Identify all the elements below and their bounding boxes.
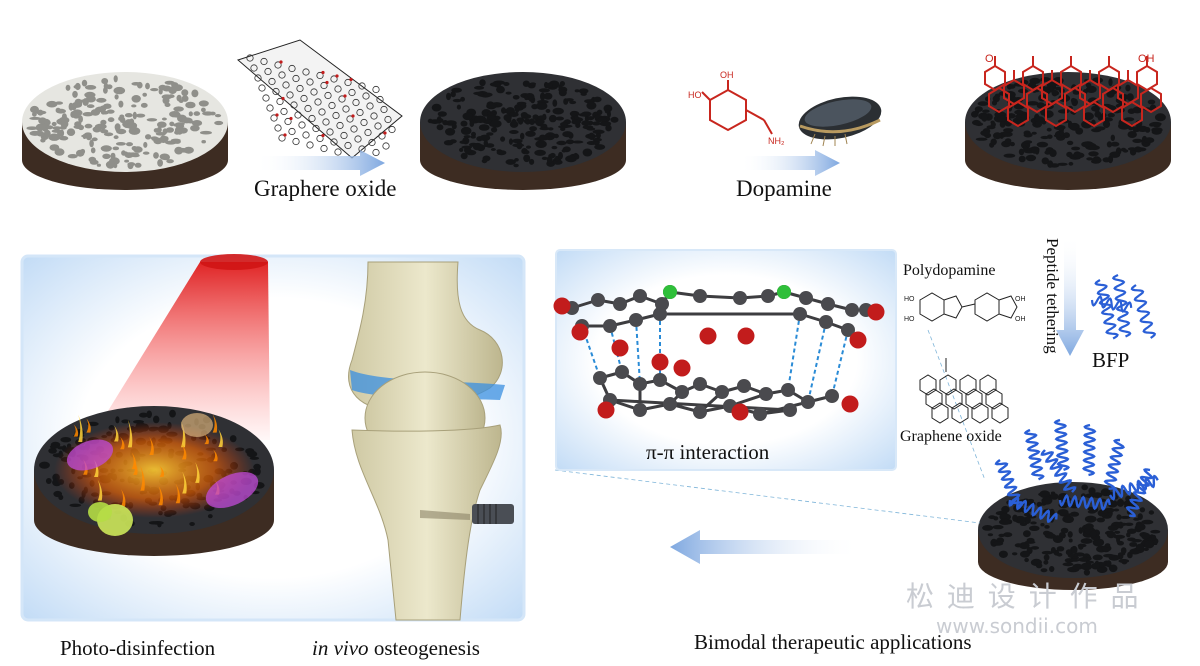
- bacteria-icon: [181, 413, 213, 437]
- scaffold-bfp-tethered: [978, 418, 1168, 590]
- graphene-oxide-sheet-icon: [236, 39, 403, 159]
- pda-o-label: O: [985, 53, 994, 65]
- step-label-dopamine: Dopamine: [736, 176, 832, 201]
- interaction-panel: [555, 249, 897, 471]
- bfp-protein-icon: [1090, 274, 1157, 340]
- pda-ho-2: HO: [904, 316, 915, 323]
- pda-oh-1: OH: [1015, 296, 1026, 303]
- osteogenesis-label: in vivo osteogenesis: [312, 636, 480, 661]
- bfp-label: BFP: [1092, 348, 1130, 372]
- pda-oh-label: OH: [1138, 53, 1155, 65]
- in-vivo-italic: in vivo: [312, 636, 369, 660]
- osteogenesis-text: osteogenesis: [368, 636, 480, 660]
- pda-ho-1: HO: [904, 296, 915, 303]
- graphene-oxide-label: Graphene oxide: [900, 428, 1002, 445]
- step-label-peptide-tethering: Peptide tethering: [1043, 238, 1062, 354]
- bacteria-icon: [66, 439, 114, 471]
- bacteria-icon: [88, 502, 112, 522]
- watermark-url: www.sondii.com: [936, 614, 1098, 638]
- bimodal-applications-label: Bimodal therapeutic applications: [694, 630, 972, 654]
- dopamine-oh-label: OH: [720, 70, 734, 80]
- graphene-oxide-structure-icon: [919, 358, 1009, 424]
- step-arrow-1-icon: [255, 150, 385, 176]
- dopamine-nh2-label: NH₂: [768, 136, 785, 146]
- step-label-graphene-oxide: Graphere oxide: [254, 176, 397, 201]
- polydopamine-label: Polydopamine: [903, 262, 996, 279]
- disinfection-scaffold: [34, 406, 274, 556]
- step-arrow-2-icon: [740, 150, 840, 176]
- nir-laser-beam: [90, 262, 270, 440]
- mussel-icon: [798, 96, 882, 147]
- scaffold-white: [22, 72, 228, 190]
- pi-interaction-label: π-π interaction: [646, 440, 770, 464]
- application-arrow-icon: [670, 530, 860, 564]
- scaffold-go-coated: [420, 72, 626, 190]
- watermark-chinese: 松 迪 设 计 作 品: [906, 580, 1141, 613]
- connector-line: [554, 469, 981, 524]
- dopamine-molecule-icon: [701, 80, 773, 135]
- pda-oh-2: OH: [1015, 316, 1026, 323]
- scaffold-pda-coated: [965, 56, 1171, 190]
- bacteria-icon: [205, 471, 259, 509]
- polydopamine-structure-icon: [919, 292, 1018, 322]
- pi-stacking-structure: [553, 285, 885, 421]
- knee-joint-illustration: [348, 261, 514, 621]
- dopamine-ho-label: HO: [688, 90, 702, 100]
- peptide-arrow-icon: [1056, 235, 1084, 356]
- photo-disinfection-label: Photo-disinfection: [60, 636, 216, 660]
